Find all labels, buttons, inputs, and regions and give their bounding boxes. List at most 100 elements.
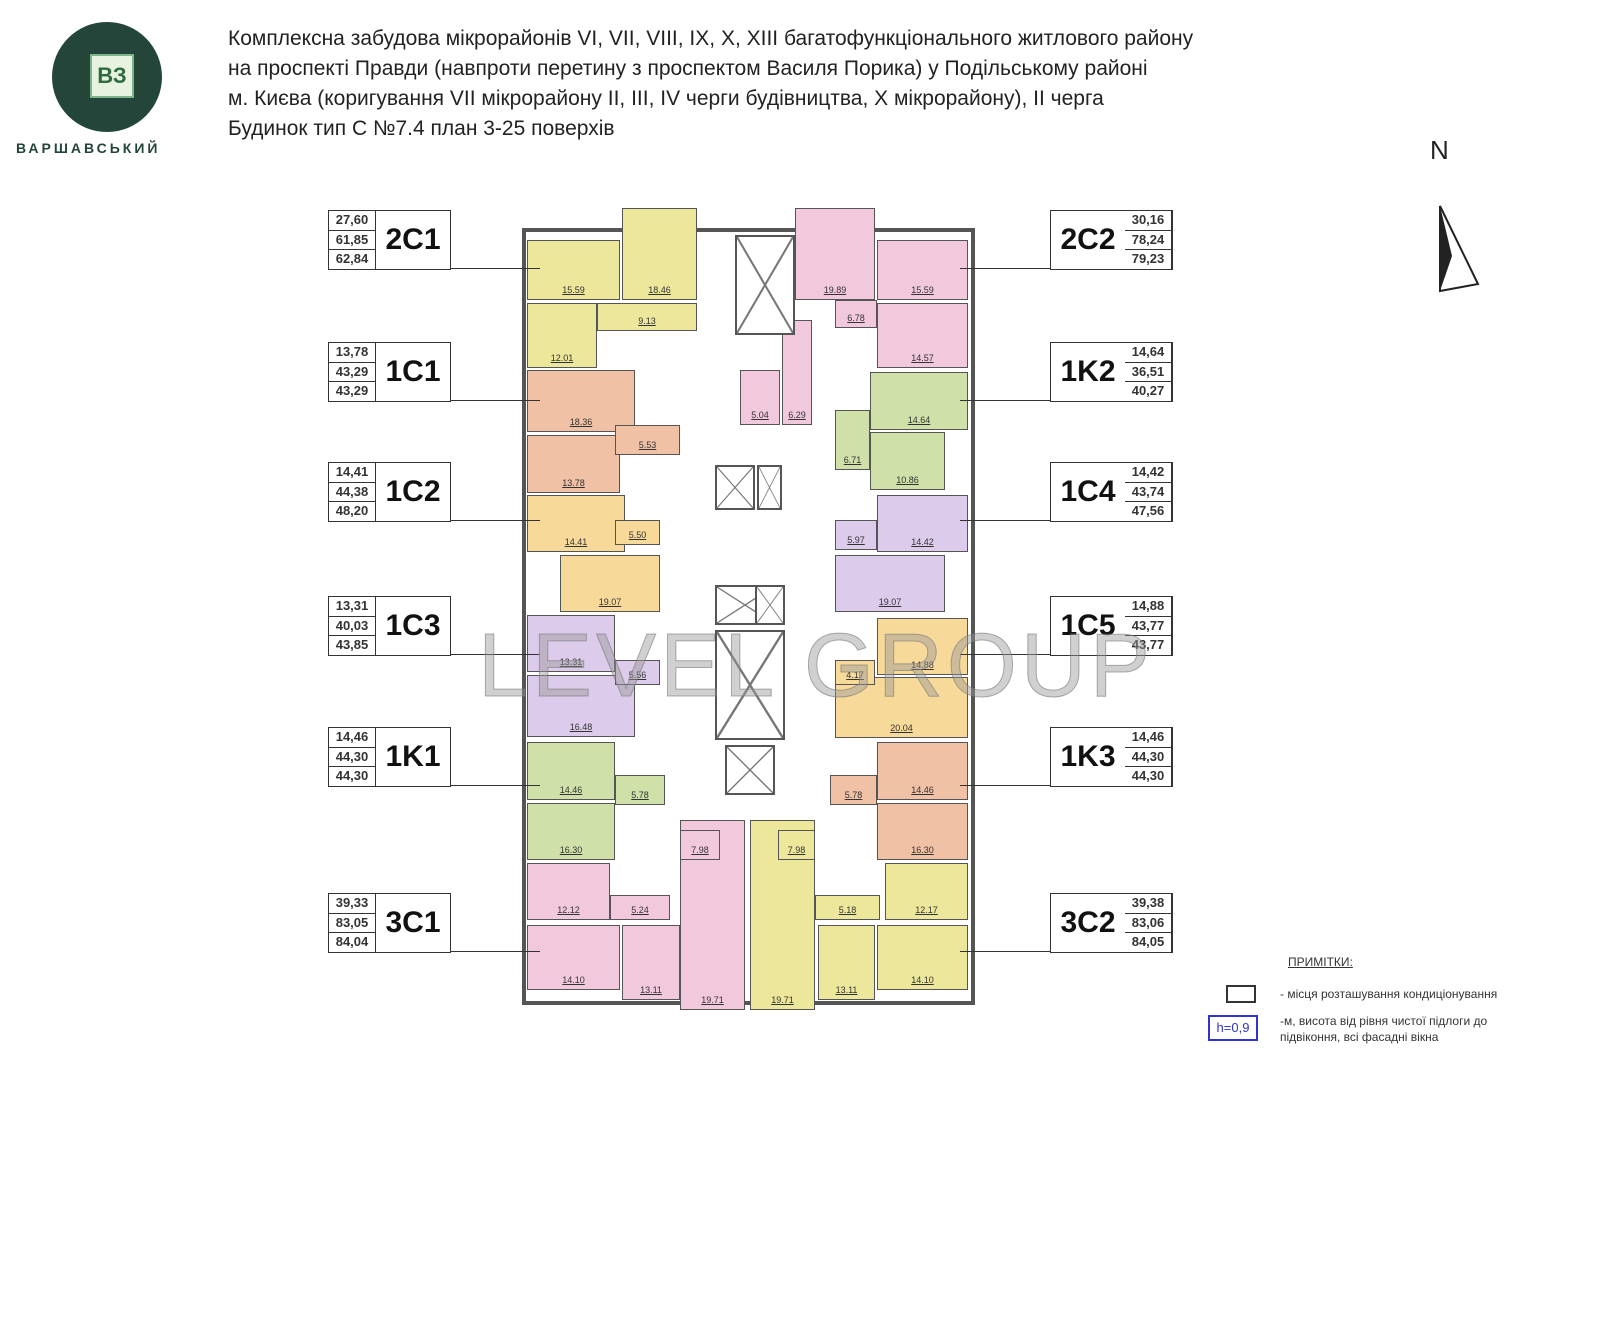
room-2c1: 18.46 — [622, 208, 697, 300]
area-value: 14,42 — [1125, 463, 1171, 483]
area-value: 62,84 — [335, 251, 369, 267]
room-3c1: 7.98 — [680, 830, 720, 860]
area-value: 43,29 — [329, 363, 375, 383]
north-arrow-icon — [1439, 205, 1480, 293]
apartment-code: 3C2 — [1060, 906, 1116, 939]
area-value: 14,41 — [329, 463, 375, 483]
area-value: 44,30 — [329, 748, 375, 768]
area-value: 44,30 — [335, 768, 369, 784]
title-line: на проспекті Правди (навпроти перетину з… — [228, 57, 1148, 80]
area-value: 48,20 — [335, 503, 369, 519]
room-1c5: 14.88 — [877, 618, 968, 675]
area-value: 14,64 — [1125, 343, 1171, 363]
leader-line — [960, 951, 1050, 952]
leader-line — [960, 268, 1050, 269]
apartment-code: 2C1 — [385, 223, 441, 256]
room-2c2: 14.57 — [877, 303, 968, 368]
room-1c3: 16.48 — [527, 675, 635, 737]
area-value: 79,23 — [1131, 251, 1165, 267]
area-value: 78,24 — [1125, 231, 1171, 251]
area-value: 36,51 — [1125, 363, 1171, 383]
sill-height-symbol: h=0,9 — [1208, 1015, 1258, 1041]
watermark: LEVEL GROUP — [478, 616, 1154, 717]
room-1c4: 14.42 — [877, 495, 968, 552]
room-2c2: 15.59 — [877, 240, 968, 300]
notes-header: ПРИМІТКИ: — [1288, 955, 1353, 969]
apartment-code: 1K3 — [1060, 740, 1116, 773]
apartment-code: 1C2 — [385, 475, 441, 508]
note-ac: - місця розташування кондиціонування — [1280, 987, 1498, 1001]
stair-core — [715, 630, 785, 740]
room-1c4: 5.97 — [835, 520, 877, 550]
room-1k1: 16.30 — [527, 803, 615, 860]
room-1c5: 4.17 — [835, 660, 875, 685]
leader-line — [450, 654, 540, 655]
apartment-code: 1K2 — [1060, 355, 1116, 388]
area-value: 44,30 — [1131, 768, 1165, 784]
room-1k2: 6.71 — [835, 410, 870, 470]
room-3c1: 5.24 — [610, 895, 670, 920]
north-label: N — [1430, 135, 1449, 165]
title-line: Будинок тип С №7.4 план 3-25 поверхів — [228, 117, 615, 140]
elevator-core — [755, 585, 785, 625]
area-value: 43,85 — [335, 637, 369, 653]
room-3c1: 14.10 — [527, 925, 620, 990]
logo: ВЗ — [52, 22, 162, 132]
elevator-core — [715, 465, 755, 510]
area-value: 44,30 — [1125, 748, 1171, 768]
area-value: 27,60 — [329, 211, 375, 231]
leader-line — [960, 785, 1050, 786]
area-value: 39,38 — [1125, 894, 1171, 914]
room-1k1: 5.78 — [615, 775, 665, 805]
room-1c2: 5.50 — [615, 520, 660, 545]
area-value: 43,77 — [1125, 617, 1171, 637]
north-arrow: N — [1430, 135, 1480, 303]
room-3c1: 12.12 — [527, 863, 610, 920]
area-value: 39,33 — [329, 894, 375, 914]
logo-letters: ВЗ — [90, 54, 134, 98]
title-line: Комплексна забудова мікрорайонів VI, VII… — [228, 27, 1194, 50]
room-3c1: 13.11 — [622, 925, 680, 1000]
area-value: 43,74 — [1125, 483, 1171, 503]
leader-line — [960, 654, 1050, 655]
apartment-code: 1K1 — [385, 740, 441, 773]
room-3c2: 14.10 — [877, 925, 968, 990]
room-3c2: 13.11 — [818, 925, 875, 1000]
area-value: 84,05 — [1131, 934, 1165, 950]
area-value: 43,77 — [1131, 637, 1165, 653]
area-value: 83,06 — [1125, 914, 1171, 934]
area-value: 83,05 — [329, 914, 375, 934]
apartment-code: 1C5 — [1060, 609, 1116, 642]
leader-line — [450, 520, 540, 521]
room-1c2: 14.41 — [527, 495, 625, 552]
room-2c2: 19.89 — [795, 208, 875, 300]
title-line: м. Києва (коригування VII мікрорайону II… — [228, 87, 1104, 110]
area-value: 47,56 — [1131, 503, 1165, 519]
room-2c2: 5.04 — [740, 370, 780, 425]
apartment-code: 2C2 — [1060, 223, 1116, 256]
room-1c1: 18.36 — [527, 370, 635, 432]
room-1k2: 14.64 — [870, 372, 968, 430]
leader-line — [450, 268, 540, 269]
logo-name: ВАРШАВСЬКИЙ — [16, 140, 161, 156]
